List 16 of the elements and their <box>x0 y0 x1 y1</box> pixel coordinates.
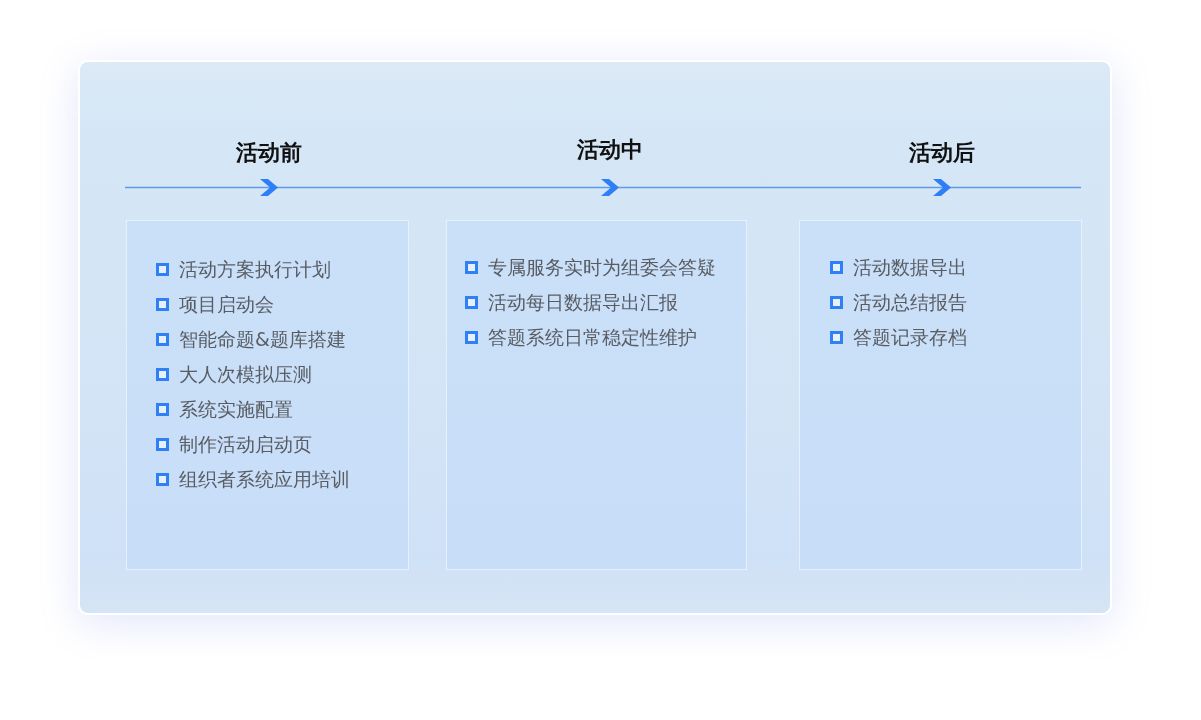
list-item: 专属服务实时为组委会答疑 <box>488 254 716 280</box>
column-heading: 活动前 <box>236 139 302 167</box>
list-item: 制作活动启动页 <box>179 431 312 457</box>
column-heading: 活动中 <box>577 136 643 164</box>
list-item: 答题记录存档 <box>853 324 967 350</box>
column-heading: 活动后 <box>909 139 975 167</box>
list-item: 项目启动会 <box>179 291 274 317</box>
list-item: 系统实施配置 <box>179 396 293 422</box>
list-item: 活动数据导出 <box>853 254 967 280</box>
list-item: 答题系统日常稳定性维护 <box>488 324 697 350</box>
list-item: 智能命题&题库搭建 <box>179 326 346 352</box>
list-item: 大人次模拟压测 <box>179 361 312 387</box>
list-item: 活动方案执行计划 <box>179 256 331 282</box>
list-item: 活动每日数据导出汇报 <box>488 289 678 315</box>
list-item: 组织者系统应用培训 <box>179 466 350 492</box>
list-item: 活动总结报告 <box>853 289 967 315</box>
